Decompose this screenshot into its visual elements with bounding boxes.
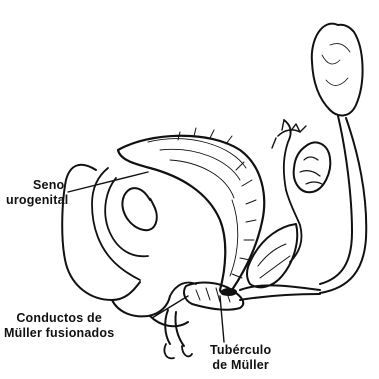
label-tuberculo-muller: Tubérculo de Müller xyxy=(210,343,271,373)
muller-tubercle-shape xyxy=(221,288,237,296)
label-conductos-muller: Conductos de Müller fusionados xyxy=(4,311,114,341)
label-seno-urogenital: Seno urogenital xyxy=(6,178,68,208)
leader-line-tuberculo xyxy=(220,296,224,342)
label-seno-line2: urogenital xyxy=(6,193,68,208)
label-seno-line1: Seno xyxy=(6,178,68,193)
label-conductos-line2: Müller fusionados xyxy=(4,326,114,341)
sinus-sac-shape xyxy=(118,128,264,295)
curled-tube-shape xyxy=(92,168,157,280)
label-tuberculo-line1: Tubérculo xyxy=(210,343,271,358)
label-tuberculo-line2: de Müller xyxy=(210,358,271,373)
label-conductos-line1: Conductos de xyxy=(4,311,114,326)
duct-fimbriae-shape xyxy=(272,120,330,262)
fused-ducts-shape xyxy=(184,224,320,310)
gonad-shape xyxy=(312,24,366,293)
